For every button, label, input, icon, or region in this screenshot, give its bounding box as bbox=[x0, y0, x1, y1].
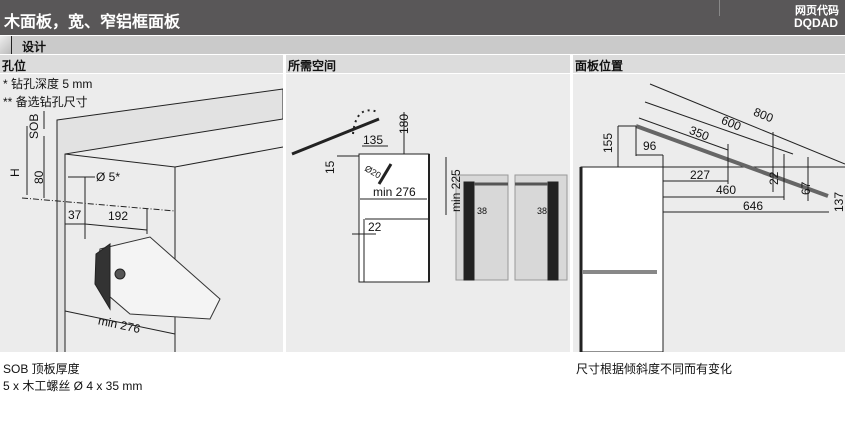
note-drill-depth: * 钻孔深度 5 mm bbox=[3, 77, 93, 91]
divider bbox=[719, 0, 720, 16]
dim-h: H bbox=[8, 168, 22, 177]
dim-min-225: min 225 bbox=[449, 169, 463, 212]
panel-title: 孔位 bbox=[0, 55, 283, 73]
web-code-label: 网页代码 bbox=[795, 5, 839, 17]
screw-note: 5 x 木工螺丝 Ø 4 x 35 mm bbox=[3, 379, 143, 393]
panel-title: 所需空间 bbox=[286, 55, 570, 73]
web-code-value: DQDAD bbox=[794, 16, 838, 30]
dim-227: 227 bbox=[690, 168, 710, 182]
dim-22: 22 bbox=[767, 171, 781, 185]
dim-min-276: min 276 bbox=[97, 313, 142, 336]
dim-180: 180 bbox=[397, 114, 411, 134]
dim-350: 350 bbox=[687, 123, 711, 144]
dim-600: 600 bbox=[719, 113, 743, 134]
dim-diameter: Ø 5* bbox=[96, 170, 120, 184]
sob-note: SOB 顶板厚度 bbox=[3, 362, 80, 376]
panel-position-panel: 面板位置 800 600 350 bbox=[573, 55, 845, 352]
position-diagram: 800 600 350 155 96 227 460 646 22 67 137 bbox=[579, 83, 845, 352]
dim-22: 22 bbox=[368, 220, 382, 234]
dim-135: 135 bbox=[363, 133, 383, 147]
dim-67: 67 bbox=[799, 181, 813, 195]
dim-800: 800 bbox=[751, 105, 775, 126]
title-bar: 木面板，宽、窄铝框面板 网页代码 DQDAD bbox=[0, 0, 845, 35]
dim-min-276: min 276 bbox=[373, 185, 416, 199]
required-space-panel: 所需空间 bbox=[286, 55, 570, 352]
note-alt-dimension: ** 备选钻孔尺寸 bbox=[3, 95, 88, 109]
dim-192: 192 bbox=[108, 209, 128, 223]
dim-80: 80 bbox=[32, 170, 46, 184]
document-icon bbox=[0, 36, 12, 54]
dim-38-right: 38 bbox=[537, 206, 547, 216]
dim-460: 460 bbox=[716, 183, 736, 197]
panel-title: 面板位置 bbox=[573, 55, 845, 73]
drilling-diagram: SOB H 80 Ø 5* 37 192 min 276 bbox=[8, 88, 283, 352]
section-bar: 设计 bbox=[0, 36, 845, 54]
page-title: 木面板，宽、窄铝框面板 bbox=[4, 14, 181, 31]
dim-15: 15 bbox=[323, 160, 337, 174]
dim-37: 37 bbox=[68, 208, 82, 222]
dim-137: 137 bbox=[832, 192, 845, 212]
drilling-position-panel: 孔位 bbox=[0, 55, 283, 352]
angle-note: 尺寸根据倾斜度不同而有变化 bbox=[576, 362, 733, 376]
dim-96: 96 bbox=[643, 139, 657, 153]
dim-646: 646 bbox=[743, 199, 763, 213]
dim-38-left: 38 bbox=[477, 206, 487, 216]
dim-sob: SOB bbox=[27, 114, 41, 139]
dim-155: 155 bbox=[601, 133, 615, 153]
section-label: 设计 bbox=[22, 40, 47, 54]
space-diagram: 135 180 15 Ø20 min 276 min 225 22 38 38 bbox=[291, 109, 568, 283]
